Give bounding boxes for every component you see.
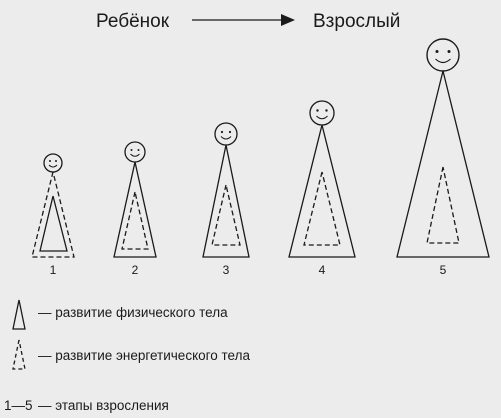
stage-figure-5: 5 bbox=[396, 38, 490, 277]
legend-stages: 1—5 — этапы взросления bbox=[4, 398, 169, 413]
legend: — развитие физического тела — развитие э… bbox=[4, 299, 250, 413]
adult-label: Взрослый bbox=[313, 11, 400, 32]
stage-number: 3 bbox=[223, 263, 230, 277]
legend-physical: — развитие физического тела bbox=[12, 299, 228, 330]
arrow-right-icon bbox=[192, 14, 295, 26]
dashed-triangle-icon bbox=[12, 339, 26, 370]
stage-number: 4 bbox=[319, 263, 326, 277]
stage-figure-1: 1 bbox=[31, 153, 75, 277]
physical-body-triangle bbox=[396, 70, 490, 258]
energy-body-triangle bbox=[121, 191, 149, 250]
stage-number: 1 bbox=[50, 263, 57, 277]
stage-number: 5 bbox=[440, 263, 447, 277]
child-label: Ребёнок bbox=[96, 11, 170, 32]
stage-figure-4: 4 bbox=[288, 100, 356, 277]
energy-body-triangle bbox=[31, 171, 75, 258]
legend-energy: — развитие энергетического тела bbox=[12, 339, 250, 370]
physical-body-triangle bbox=[202, 144, 250, 258]
legend-stages-text: — этапы взросления bbox=[38, 398, 169, 413]
energy-body-triangle bbox=[303, 171, 341, 246]
legend-stages-range: 1—5 bbox=[4, 398, 33, 413]
energy-body-triangle bbox=[211, 184, 241, 246]
legend-physical-text: — развитие физического тела bbox=[38, 305, 228, 320]
physical-body-triangle bbox=[113, 161, 157, 258]
energy-body-triangle bbox=[426, 166, 460, 244]
stage-figure-3: 3 bbox=[202, 122, 250, 277]
legend-energy-text: — развитие энергетического тела bbox=[38, 348, 250, 363]
stage-number: 2 bbox=[132, 263, 139, 277]
stage-figure-2: 2 bbox=[113, 141, 157, 277]
physical-body-triangle bbox=[288, 124, 356, 258]
solid-triangle-icon bbox=[12, 299, 26, 330]
physical-body-triangle bbox=[39, 195, 68, 252]
